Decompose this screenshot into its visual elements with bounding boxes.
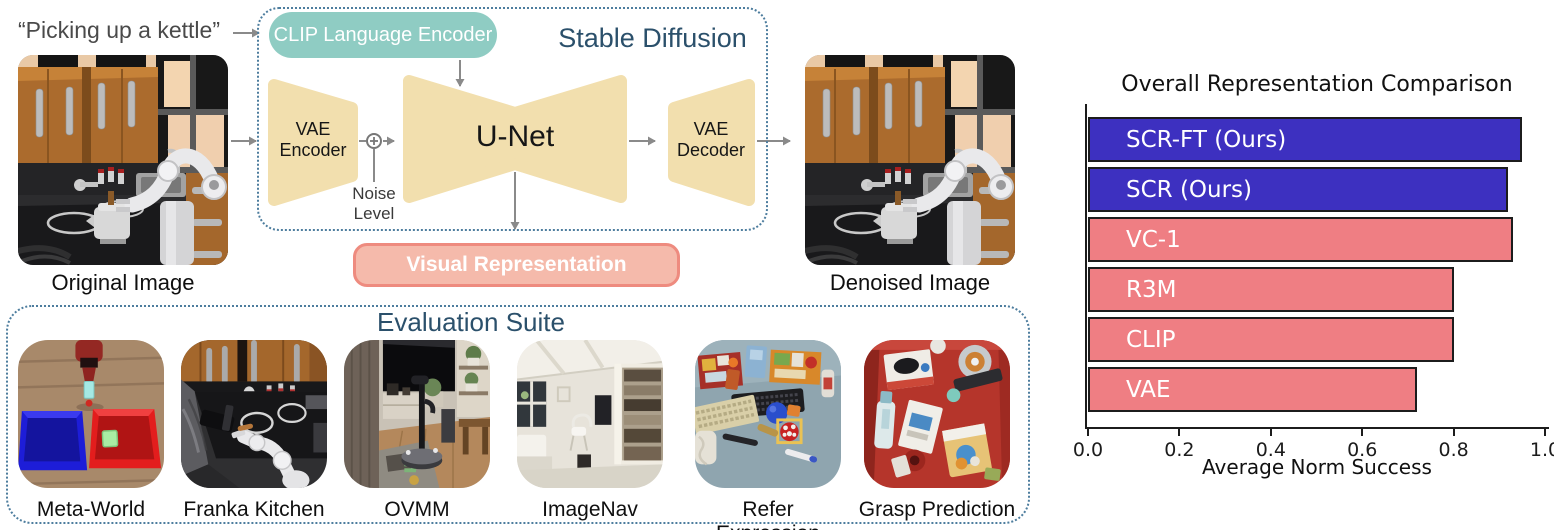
franka-kitchen-label: Franka Kitchen <box>183 498 325 521</box>
chart-bar-label: SCR (Ours) <box>1126 176 1253 203</box>
chart-bar-label: VAE <box>1126 376 1171 403</box>
clip-language-encoder-box: CLIP Language Encoder <box>269 12 497 58</box>
evaluation-suite-title: Evaluation Suite <box>377 307 565 337</box>
chart-y-axis-line <box>1085 104 1087 429</box>
visual-representation-box: Visual Representation <box>353 243 680 287</box>
evaluation-suite-box <box>6 305 1030 524</box>
vae-encoder-label: VAE Encoder <box>279 119 347 160</box>
imagenav-label: ImageNav <box>542 498 638 521</box>
x-tick-mark <box>1452 429 1455 436</box>
chart-bar-clip: CLIP <box>1088 317 1454 362</box>
imagenav-image <box>517 340 663 488</box>
chart-x-axis-label: Average Norm Success <box>1202 455 1432 479</box>
chart-bar-scr-ft-ours: SCR-FT (Ours) <box>1088 117 1522 162</box>
visual-representation-label: Visual Representation <box>406 253 627 276</box>
x-tick-label: 1.0 <box>1529 439 1554 461</box>
x-tick-mark <box>1269 429 1272 436</box>
chart-bar-scr-ours: SCR (Ours) <box>1088 167 1508 212</box>
original-image-label: Original Image <box>51 270 195 295</box>
unet-label: U-Net <box>475 120 555 153</box>
chart-x-ticks: 0.0 0.2 0.4 0.6 0.8 1.0 <box>1073 429 1554 479</box>
denoised-image-label: Denoised Image <box>829 270 991 295</box>
chart-bar-label: CLIP <box>1126 326 1176 353</box>
chart-bar-label: R3M <box>1126 276 1177 303</box>
x-tick-label: 0.0 <box>1072 439 1104 461</box>
grasp-prediction-label: Grasp Prediction <box>858 498 1016 521</box>
x-tick-label: 0.2 <box>1164 439 1195 461</box>
denoised-image <box>805 55 1015 265</box>
x-tick-label: 0.8 <box>1438 439 1469 461</box>
stable-diffusion-title: Stable Diffusion <box>558 23 747 53</box>
refer-expression-label: Refer Expression <box>716 498 820 530</box>
x-tick-mark <box>1361 429 1364 436</box>
original-image <box>18 55 228 265</box>
ovmm-label: OVMM <box>384 498 450 521</box>
ovmm-image <box>344 340 490 488</box>
chart-bar-vc-1: VC-1 <box>1088 217 1513 262</box>
noise-level-label: Noise Level <box>352 184 396 223</box>
chart-bar-vae: VAE <box>1088 367 1417 412</box>
stable-diffusion-box <box>257 7 768 231</box>
x-tick-mark <box>1178 429 1181 436</box>
chart-x-axis-line <box>1085 427 1549 429</box>
metaworld-image <box>18 340 164 488</box>
franka-kitchen-image <box>181 340 327 488</box>
x-tick-label: 0.4 <box>1255 439 1286 461</box>
grasp-prediction-image <box>864 340 1010 488</box>
chart-bar-label: VC-1 <box>1126 226 1181 253</box>
chart-bar-label: SCR-FT (Ours) <box>1126 126 1287 153</box>
prompt-text: “Picking up a kettle” <box>18 17 220 43</box>
metaworld-label: Meta-World <box>36 498 146 521</box>
clip-language-encoder-label: CLIP Language Encoder <box>273 23 493 46</box>
vae-decoder-label: VAE Decoder <box>676 119 746 160</box>
chart-title: Overall Representation Comparison <box>1121 72 1513 97</box>
x-tick-mark <box>1544 429 1546 436</box>
x-tick-mark <box>1087 429 1089 436</box>
chart-bar-r3m: R3M <box>1088 267 1454 312</box>
refer-expression-image <box>695 340 841 488</box>
x-tick-label: 0.6 <box>1347 439 1378 461</box>
